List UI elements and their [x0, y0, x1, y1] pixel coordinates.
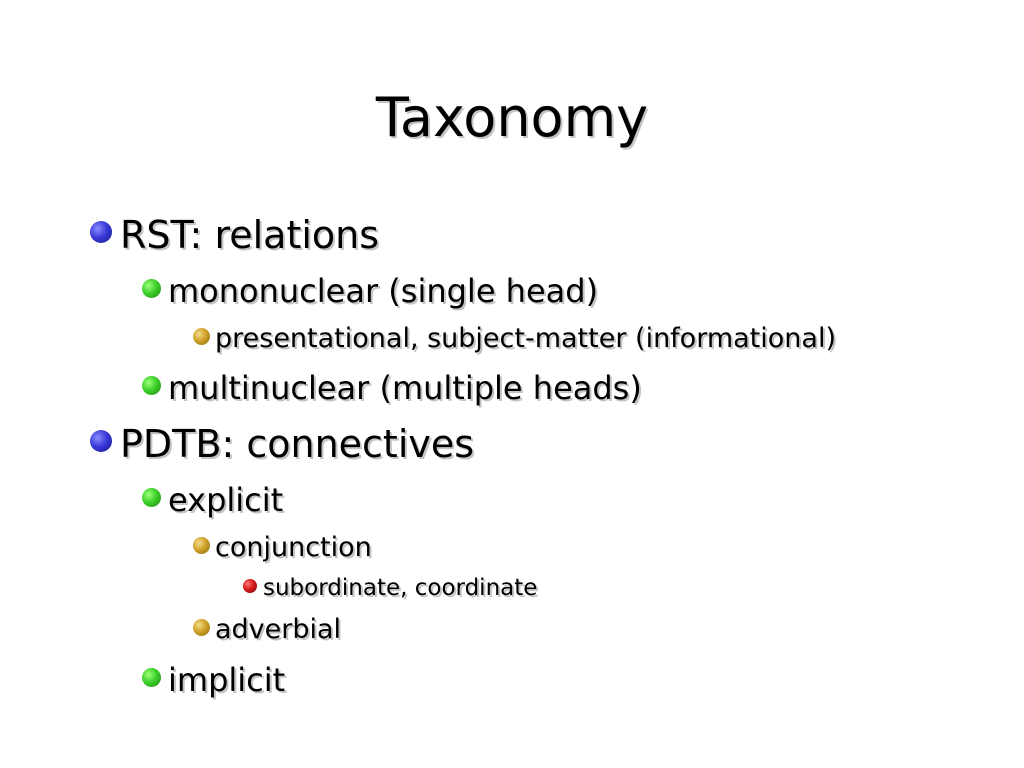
bullet-text: presentational, subject-matter (informat…: [215, 323, 836, 354]
bullet-item-conjunction: conjunction: [193, 530, 372, 566]
bullet-text: conjunction: [215, 532, 372, 563]
bullet-text: multinuclear (multiple heads): [168, 369, 642, 407]
bullet-item-multinuclear: multinuclear (multiple heads): [142, 366, 642, 410]
bullet-item-explicit: explicit: [142, 478, 283, 522]
bullet-text: RST: relations: [120, 213, 380, 257]
slide-title: Taxonomy: [375, 86, 649, 149]
gold-dot-icon: [193, 327, 210, 345]
blue-dot-icon: [90, 221, 112, 243]
bullet-item-subordinate: subordinate, coordinate: [243, 573, 537, 603]
bullet-text: explicit: [168, 481, 284, 519]
bullet-item-adverbial: adverbial: [193, 612, 341, 648]
gold-dot-icon: [193, 618, 210, 636]
bullet-item-mononuclear: mononuclear (single head): [142, 269, 598, 313]
green-dot-icon: [142, 375, 161, 395]
green-dot-icon: [142, 278, 161, 298]
bullet-item-implicit: implicit: [142, 658, 285, 702]
green-dot-icon: [142, 667, 161, 687]
gold-dot-icon: [193, 536, 210, 554]
bullet-text: subordinate, coordinate: [263, 575, 538, 601]
green-dot-icon: [142, 487, 161, 507]
bullet-text: PDTB: connectives: [120, 422, 475, 466]
bullet-text: mononuclear (single head): [168, 272, 599, 310]
bullet-text: adverbial: [215, 614, 342, 645]
bullet-item-pdtb: PDTB: connectives: [90, 418, 474, 470]
bullet-text: implicit: [168, 661, 286, 699]
blue-dot-icon: [90, 430, 112, 452]
red-dot-icon: [243, 579, 257, 593]
bullet-item-presentational: presentational, subject-matter (informat…: [193, 321, 836, 357]
bullet-item-rst: RST: relations: [90, 209, 379, 261]
